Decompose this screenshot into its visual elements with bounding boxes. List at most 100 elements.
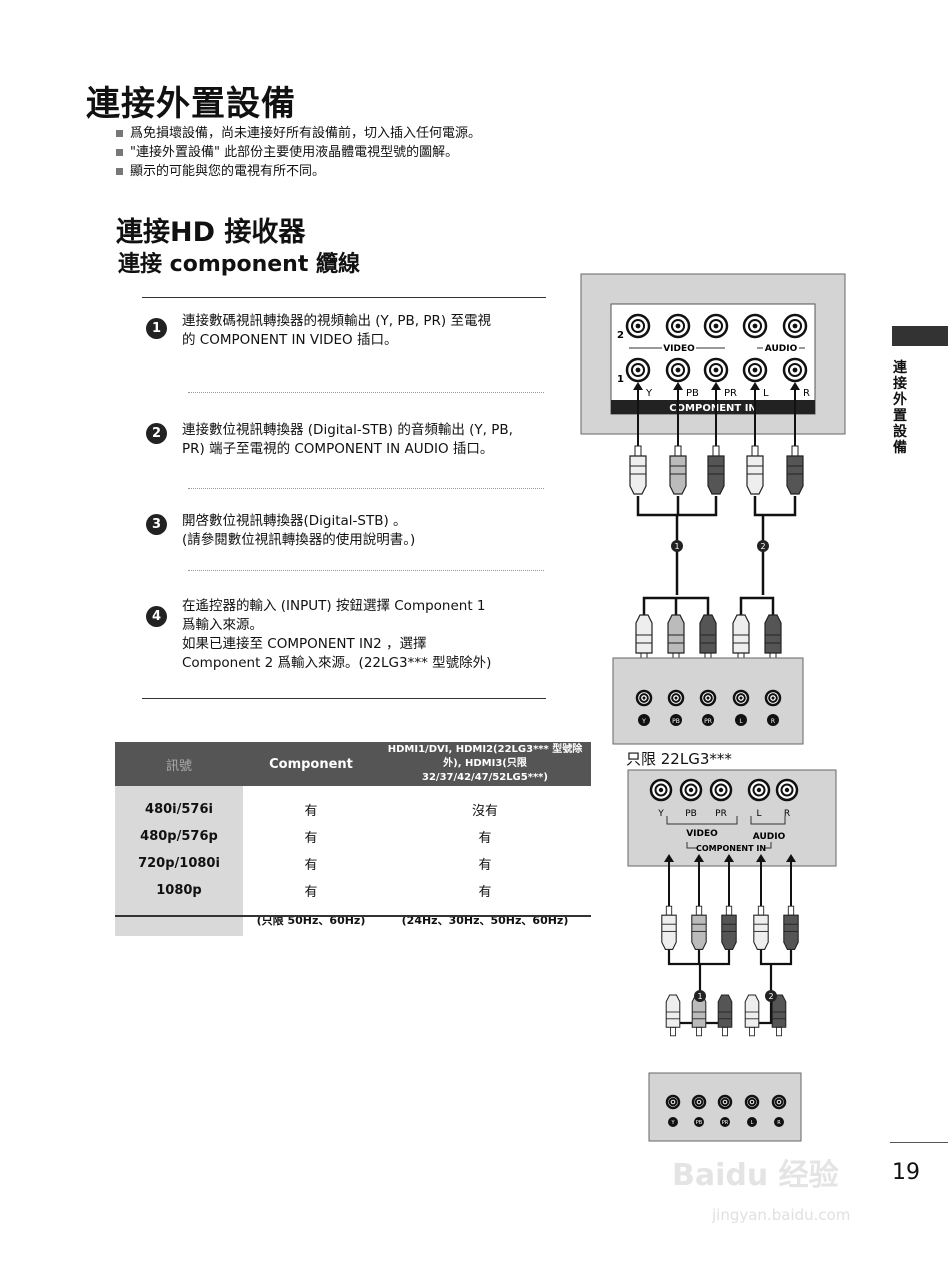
signal-table: 訊號 Component HDMI1/DVI, HDMI2(22LG3*** 型… bbox=[115, 742, 591, 936]
component-cables bbox=[661, 854, 799, 1090]
component-in-label: COMPONENT IN bbox=[669, 403, 757, 414]
jack-id-badge bbox=[668, 1117, 678, 1127]
table-cell: (只限 50Hz、60Hz) bbox=[256, 914, 366, 927]
rca-plug-icon bbox=[783, 914, 799, 950]
rca-jack-pin bbox=[697, 1100, 701, 1104]
bullet-item: "連接外置設備" 此部份主要使用液晶體電視型號的圖解。 bbox=[116, 143, 481, 162]
plug-tip bbox=[791, 445, 799, 457]
chapter-tab bbox=[892, 326, 948, 346]
table-cell: 沒有 bbox=[471, 804, 498, 819]
plug-tip bbox=[751, 445, 759, 457]
video-bracket bbox=[666, 816, 738, 825]
jack-label: Y bbox=[657, 809, 664, 819]
table-cell: 有 bbox=[304, 831, 318, 846]
plug-tip bbox=[696, 1026, 702, 1037]
divider bbox=[142, 698, 546, 699]
plug-tip bbox=[665, 905, 673, 916]
audio-group-label: AUDIO bbox=[765, 344, 798, 354]
step-line: 的 COMPONENT IN VIDEO 插口。 bbox=[182, 332, 398, 348]
plug-tip bbox=[670, 1026, 676, 1037]
marker-label: 1 bbox=[697, 992, 702, 1001]
table-cell: 1080p bbox=[115, 877, 243, 904]
rca-jack-pin bbox=[713, 323, 719, 329]
label-bg bbox=[763, 342, 799, 354]
table-cell: 有 bbox=[478, 885, 492, 900]
arrow-up-icon bbox=[664, 854, 674, 862]
rca-jack-pin bbox=[792, 323, 798, 329]
intro-bullets: 爲免損壞設備，尚未連接好所有設備前，切入插入任何電源。 "連接外置設備" 此部份… bbox=[116, 124, 481, 181]
jack-label: PB bbox=[685, 809, 697, 819]
rca-jack-pin bbox=[675, 323, 681, 329]
rca-plug-icon bbox=[717, 994, 733, 1028]
table-cell: (24Hz、30Hz、50Hz、60Hz) bbox=[401, 914, 569, 927]
jack-label: PB bbox=[686, 388, 699, 399]
rca-jack-pin bbox=[752, 367, 758, 373]
cable-bundle bbox=[667, 950, 731, 966]
rca-plug-icon bbox=[665, 994, 681, 1028]
jack-id-label: Y bbox=[641, 718, 646, 725]
step-line: (請參閱數位視訊轉換器的使用說明書。) bbox=[182, 532, 416, 548]
rca-jack-pin bbox=[750, 1100, 754, 1104]
cable-bundle bbox=[636, 496, 718, 517]
video-group-label: VIDEO bbox=[663, 344, 695, 354]
rca-jack-pin bbox=[658, 787, 664, 793]
rca-plug-icon bbox=[635, 614, 653, 654]
jack-id-badge bbox=[747, 1117, 757, 1127]
arrow-up-icon bbox=[724, 854, 734, 862]
jack-row-1 bbox=[625, 357, 808, 383]
step-line: 如果已連接至 COMPONENT IN2 ，選擇 bbox=[182, 636, 427, 652]
model-only-caption: 只限 22LG3*** bbox=[626, 750, 732, 768]
step-number: 4 bbox=[146, 606, 167, 627]
page-number-rule bbox=[890, 1142, 948, 1143]
dotted-divider bbox=[188, 488, 544, 489]
step-2-text: 連接數位視訊轉換器 (Digital-STB) 的音頻輸出 (Y, PB, PR… bbox=[182, 421, 546, 459]
table-cell: 有 bbox=[304, 858, 318, 873]
table-cell: 有 bbox=[304, 885, 318, 900]
plug-tip bbox=[757, 905, 765, 916]
rca-jack-pin bbox=[674, 696, 678, 700]
marker-label: 2 bbox=[760, 542, 765, 551]
rca-jack-pin bbox=[635, 367, 641, 373]
jack-label: Y bbox=[645, 388, 653, 399]
step-line: 開啓數位視訊轉換器(Digital-STB) 。 bbox=[182, 513, 407, 529]
component-in-bar bbox=[611, 400, 815, 414]
rca-plug-icon bbox=[786, 455, 804, 495]
jack-id-label: PB bbox=[696, 1120, 703, 1126]
plug-tip bbox=[695, 905, 703, 916]
rca-jack-pin bbox=[792, 367, 798, 373]
step-number: 2 bbox=[146, 423, 167, 444]
jack-id-label: L bbox=[739, 718, 743, 725]
jack-row bbox=[649, 778, 799, 802]
marker-2-icon bbox=[765, 990, 777, 1002]
rca-plug-icon bbox=[721, 914, 737, 950]
step-line: Component 2 爲輸入來源。(22LG3*** 型號除外) bbox=[182, 655, 492, 671]
cable-bundle bbox=[739, 596, 775, 615]
marker-label: 2 bbox=[768, 992, 773, 1001]
jack-id-badge bbox=[735, 714, 747, 726]
rca-jack-pin bbox=[771, 696, 775, 700]
marker-1-icon bbox=[694, 990, 706, 1002]
jack-id-label: R bbox=[777, 1120, 781, 1126]
section-title: 連接HD 接收器 bbox=[116, 217, 306, 248]
step-line: 爲輸入來源。 bbox=[182, 617, 263, 633]
watermark-url: jingyan.baidu.com bbox=[712, 1206, 851, 1224]
jack-id-badge bbox=[767, 714, 779, 726]
rca-jack-pin bbox=[706, 696, 710, 700]
dotted-divider bbox=[188, 570, 544, 571]
jack-id-badge bbox=[638, 714, 650, 726]
arrow-up-icon bbox=[711, 382, 721, 390]
rca-plug-icon bbox=[699, 614, 717, 654]
chapter-tab-text: 連接外置設備 bbox=[893, 360, 907, 456]
divider bbox=[142, 297, 546, 298]
rca-jack-pin bbox=[671, 1100, 675, 1104]
rca-plug-icon bbox=[746, 455, 764, 495]
rca-jack-pin bbox=[752, 323, 758, 329]
plug-tip bbox=[776, 1026, 782, 1037]
rca-plug-icon bbox=[707, 455, 725, 495]
jack-id-label: R bbox=[771, 718, 775, 725]
rca-jack-pin bbox=[723, 1100, 727, 1104]
